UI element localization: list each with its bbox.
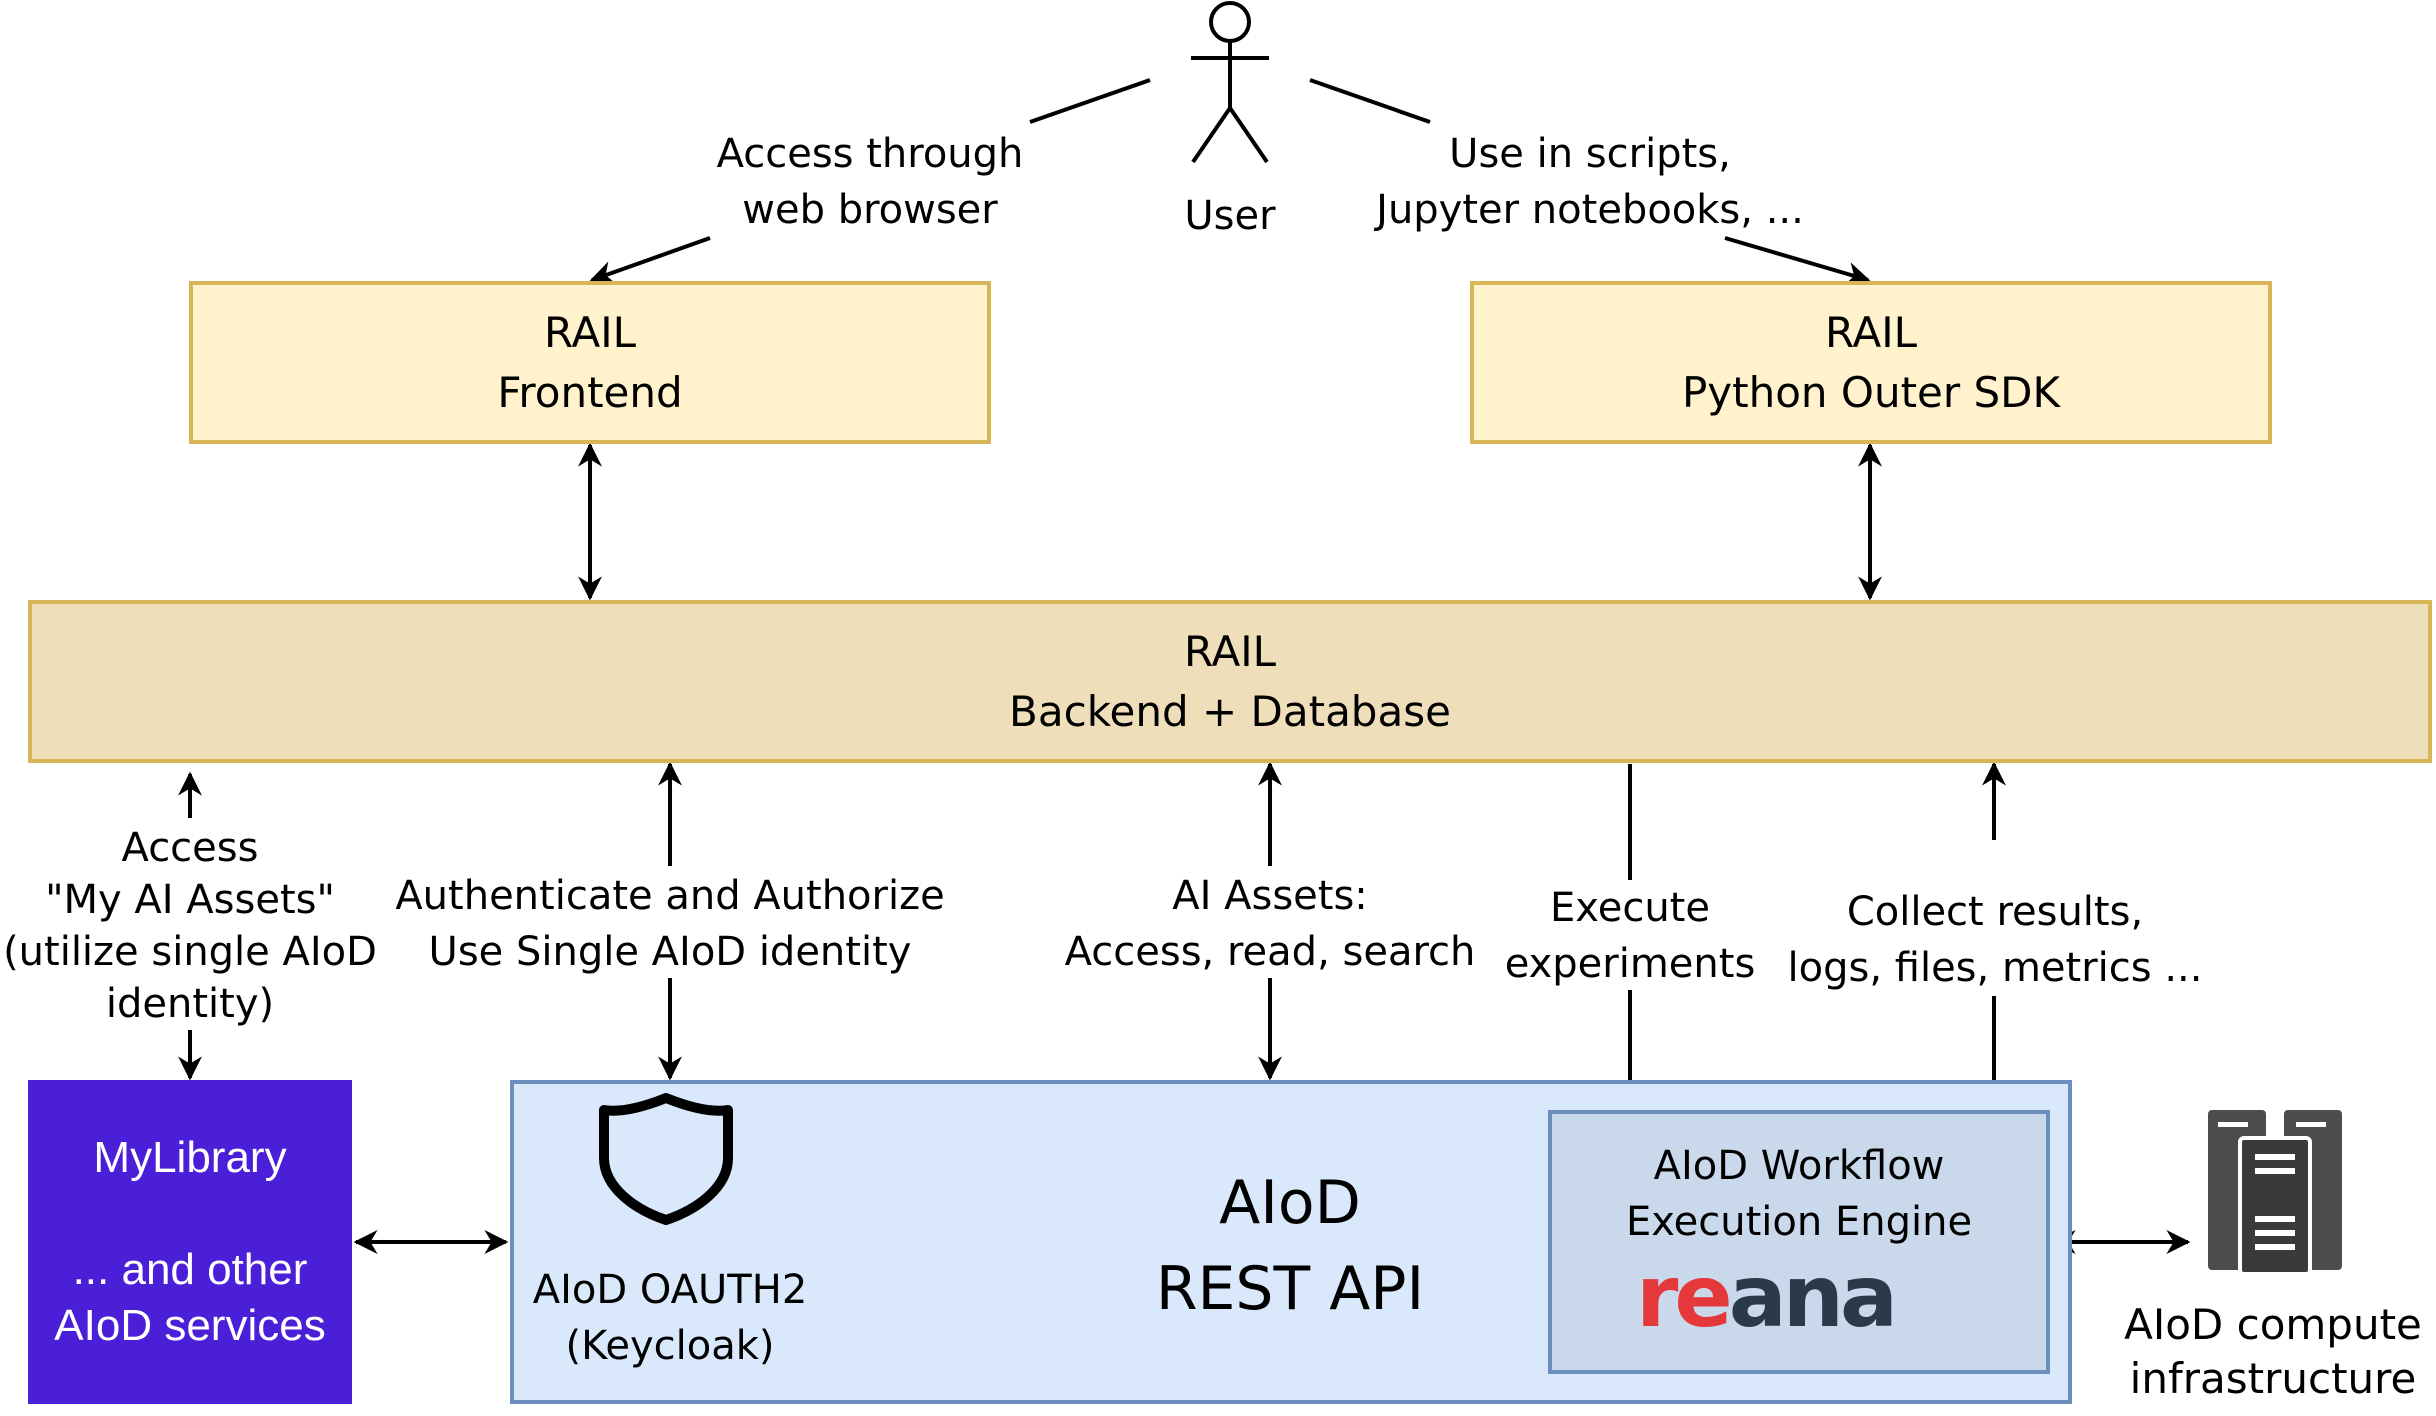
label-scripts: Use in scripts, Jupyter notebooks, ... bbox=[1340, 126, 1840, 238]
label-line: Execute bbox=[1550, 885, 1710, 931]
label-line: logs, files, metrics ... bbox=[1787, 945, 2203, 991]
label-line: Jupyter notebooks, ... bbox=[1376, 187, 1804, 233]
edge-user-scripts-top bbox=[1309, 78, 1431, 124]
label-line: Access bbox=[121, 825, 259, 871]
rest-api-label: AIoD REST API bbox=[1080, 1160, 1500, 1332]
rail-sdk-box: RAIL Python Outer SDK bbox=[1470, 281, 2272, 444]
label-collect: Collect results, logs, files, metrics ..… bbox=[1760, 884, 2230, 996]
label-line: AI Assets: bbox=[1172, 873, 1368, 919]
label-line: Collect results, bbox=[1846, 889, 2144, 935]
label-line: experiments bbox=[1504, 941, 1756, 987]
label-access-browser: Access through web browser bbox=[640, 126, 1100, 238]
rail-frontend-box: RAIL Frontend bbox=[189, 281, 991, 444]
workflow-engine-label: AIoD Workflow Execution Engine bbox=[1548, 1138, 2050, 1250]
workflow-engine-box bbox=[1548, 1110, 2050, 1374]
label-line: (utilize single AIoD bbox=[3, 929, 377, 975]
edge-user-browser-bottom bbox=[589, 236, 711, 285]
box-title: RAIL bbox=[1825, 307, 1917, 357]
compute-label: AIoD compute infrastructure bbox=[2110, 1298, 2436, 1406]
mylibrary-title: MyLibrary bbox=[93, 1133, 287, 1182]
box-title: RAIL bbox=[544, 307, 636, 357]
reana-logo: reana bbox=[1636, 1252, 1936, 1342]
label-ai-assets: AI Assets: Access, read, search bbox=[1040, 868, 1500, 980]
box-title: RAIL bbox=[1184, 626, 1276, 676]
label-line: Use Single AIoD identity bbox=[428, 929, 912, 975]
label-line: Access, read, search bbox=[1064, 929, 1476, 975]
label-line: Use in scripts, bbox=[1449, 131, 1731, 177]
label-execute: Execute experiments bbox=[1490, 880, 1770, 992]
reana-logo-ana: ana bbox=[1728, 1247, 1898, 1347]
rail-backend-box: RAIL Backend + Database bbox=[28, 600, 2432, 763]
label-line: AIoD compute bbox=[2124, 1300, 2422, 1349]
label-line: web browser bbox=[742, 187, 998, 233]
label-authenticate: Authenticate and Authorize Use Single AI… bbox=[380, 868, 960, 980]
label-line: "My AI Assets" bbox=[45, 877, 335, 923]
stick-figure-icon bbox=[1191, 1, 1269, 164]
server-rack-icon bbox=[2208, 1110, 2342, 1276]
box-subtitle: Backend + Database bbox=[1009, 686, 1451, 736]
label-line: AIoD bbox=[1219, 1168, 1361, 1238]
edge-user-scripts-bottom bbox=[1724, 236, 1871, 286]
label-line: AIoD Workflow bbox=[1653, 1143, 1945, 1189]
mylibrary-subtitle: ... and other bbox=[72, 1245, 308, 1294]
label-line: Authenticate and Authorize bbox=[395, 873, 945, 919]
label-line: Access through bbox=[716, 131, 1024, 177]
label-line: (Keycloak) bbox=[565, 1323, 775, 1369]
edge-user-browser-top bbox=[1029, 78, 1151, 124]
reana-logo-re: re bbox=[1636, 1247, 1733, 1347]
label-line: REST API bbox=[1155, 1254, 1425, 1324]
label-line: AIoD OAUTH2 bbox=[532, 1267, 808, 1313]
label-line: Execution Engine bbox=[1625, 1199, 1973, 1245]
box-subtitle: Frontend bbox=[497, 367, 683, 417]
mylibrary-box: MyLibrary ... and other AIoD services bbox=[28, 1080, 352, 1404]
label-access-my-ai-assets: Access "My AI Assets" (utilize single AI… bbox=[0, 822, 380, 1030]
label-line: infrastructure bbox=[2129, 1354, 2417, 1403]
oauth-label: AIoD OAUTH2 (Keycloak) bbox=[510, 1262, 830, 1374]
user-label: User bbox=[1184, 193, 1276, 239]
mylibrary-subtitle: AIoD services bbox=[54, 1301, 326, 1350]
shield-icon bbox=[599, 1093, 733, 1225]
label-line: identity) bbox=[105, 981, 275, 1027]
box-subtitle: Python Outer SDK bbox=[1681, 367, 2061, 417]
